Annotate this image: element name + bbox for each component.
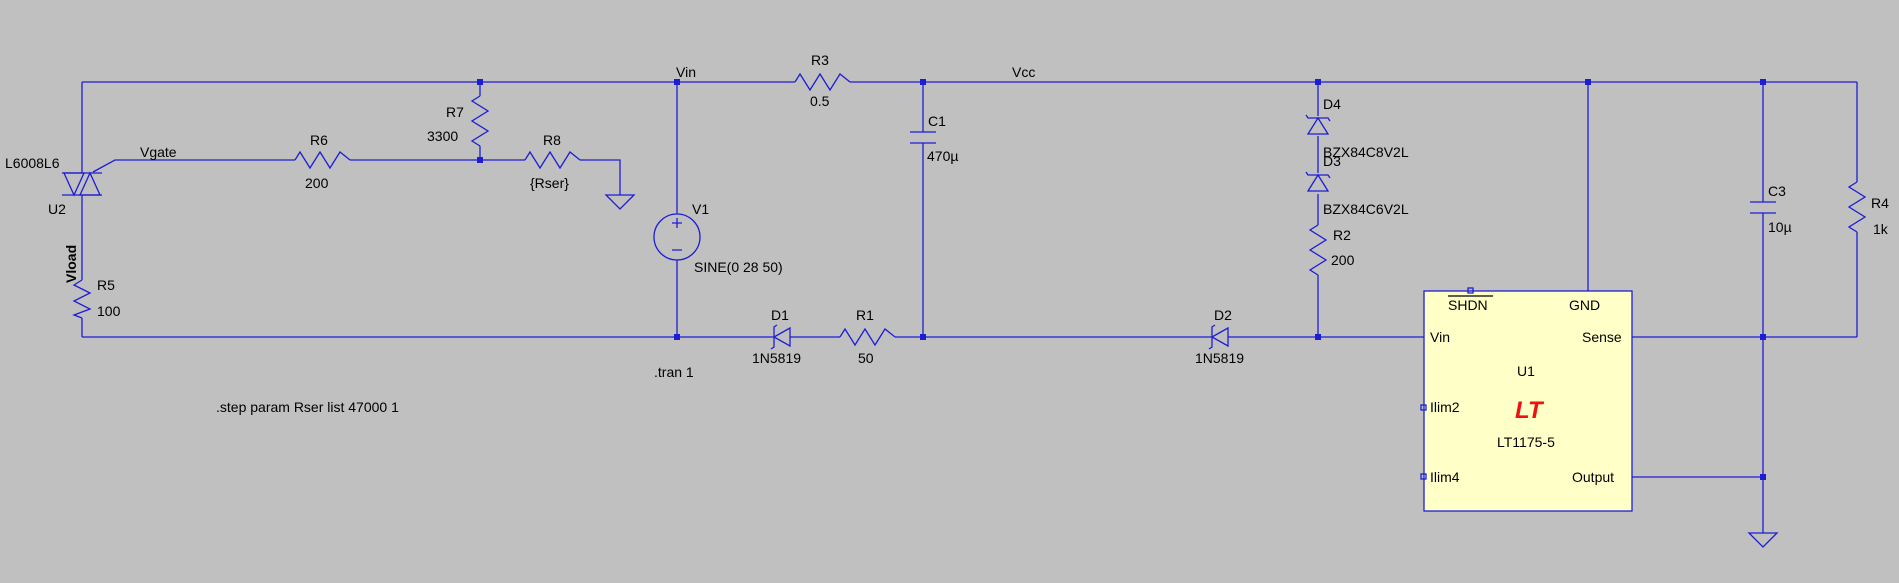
zener-diode-d4[interactable]	[1305, 114, 1331, 135]
ref-label-v1: V1	[692, 201, 709, 217]
ref-label-r1: R1	[856, 307, 874, 323]
lt-logo: LT	[1515, 397, 1545, 424]
value-label-d2: 1N5819	[1195, 350, 1244, 366]
junction-dot	[920, 334, 926, 340]
ref-label-r8: R8	[543, 132, 561, 148]
junction-dot	[674, 79, 680, 85]
ref-label-r2: R2	[1333, 227, 1351, 243]
junction-dot	[1760, 334, 1766, 340]
pin-label-shdn: SHDN	[1448, 297, 1488, 313]
value-label-r4: 1k	[1873, 221, 1889, 237]
ref-label-r7: R7	[446, 104, 464, 120]
resistor-r6[interactable]	[294, 150, 351, 170]
ic-ref-label: U1	[1517, 363, 1535, 379]
value-label-r8: {Rser}	[530, 175, 569, 191]
junction-dot	[477, 157, 483, 163]
wires	[81, 81, 1858, 533]
ref-label-d3: D3	[1323, 153, 1341, 169]
wire-gate	[92, 159, 295, 173]
capacitor-c3[interactable]	[1750, 201, 1776, 214]
schottky-diode-d2[interactable]	[1206, 324, 1236, 350]
schottky-diode-d1[interactable]	[768, 324, 796, 350]
pin-marker	[1467, 287, 1474, 294]
ref-label-r4: R4	[1871, 195, 1889, 211]
ref-label-c1: C1	[928, 113, 946, 129]
value-label-d4: BZX84C8V2L	[1323, 144, 1409, 160]
ic-part-label: LT1175-5	[1497, 434, 1555, 450]
value-label-r1: 50	[858, 350, 874, 366]
value-label-r5: 100	[97, 303, 121, 319]
junction-dot	[674, 334, 680, 340]
ref-label-c3: C3	[1768, 183, 1786, 199]
value-label-d1: 1N5819	[752, 350, 801, 366]
resistor-r1[interactable]	[839, 327, 896, 347]
ic-u1[interactable]: SHDN GND Vin Sense U1 LT LT1175-5 Ilim2 …	[1420, 287, 1633, 512]
ref-label-d2: D2	[1214, 307, 1232, 323]
value-label-d3: BZX84C6V2L	[1323, 201, 1409, 217]
resistor-r5[interactable]	[72, 279, 92, 319]
resistor-r7[interactable]	[470, 95, 490, 147]
junction-dot	[920, 79, 926, 85]
ref-label-u2: U2	[48, 201, 66, 217]
voltage-source-v1[interactable]	[653, 213, 701, 261]
ref-label-r6: R6	[310, 132, 328, 148]
spice-directive-tran[interactable]: .tran 1	[654, 364, 694, 380]
junction-dot	[1315, 334, 1321, 340]
pin-label-output: Output	[1572, 469, 1614, 485]
value-label-v1: SINE(0 28 50)	[694, 259, 783, 275]
pin-label-sense: Sense	[1582, 329, 1622, 345]
value-label-r2: 200	[1331, 252, 1355, 268]
net-label-vcc: Vcc	[1012, 64, 1035, 80]
ground-symbol	[1747, 532, 1779, 548]
junction-dot	[477, 79, 483, 85]
thyristor-u2[interactable]	[62, 171, 102, 197]
resistor-r8[interactable]	[524, 150, 581, 170]
ref-label-r5: R5	[97, 277, 115, 293]
capacitor-c1[interactable]	[910, 131, 936, 144]
net-label-vin: Vin	[676, 64, 696, 80]
value-label-r6: 200	[305, 175, 329, 191]
junctions	[477, 79, 1766, 480]
pin-label-vin: Vin	[1430, 329, 1450, 345]
junction-dot	[1315, 79, 1321, 85]
value-label-c3: 10µ	[1768, 219, 1792, 235]
ic-u1-body	[1423, 290, 1633, 512]
pin-marker	[1420, 473, 1427, 480]
pin-label-ilim4: Ilim4	[1430, 469, 1460, 485]
net-label-vload: Vload	[63, 245, 79, 283]
junction-dot	[1585, 79, 1591, 85]
pin-label-ilim2: Ilim2	[1430, 399, 1460, 415]
wire-r8-to-gnd	[580, 159, 621, 195]
spice-directive-step[interactable]: .step param Rser list 47000 1	[216, 399, 399, 415]
value-label-r7: 3300	[427, 128, 458, 144]
resistor-r4[interactable]	[1847, 181, 1867, 233]
resistor-r2[interactable]	[1308, 224, 1328, 276]
ground-symbol	[604, 194, 636, 210]
junction-dot	[1760, 79, 1766, 85]
resistor-r3[interactable]	[794, 72, 851, 92]
pin-marker	[1420, 404, 1427, 411]
net-label-vgate: Vgate	[140, 144, 177, 160]
zener-diode-d3[interactable]	[1305, 171, 1331, 192]
ref-label-r3: R3	[811, 52, 829, 68]
junction-dot	[1760, 474, 1766, 480]
value-label-c1: 470µ	[927, 148, 958, 164]
value-label-u2: L6008L6	[5, 155, 60, 171]
ref-label-d1: D1	[771, 307, 789, 323]
ref-label-d4: D4	[1323, 96, 1341, 112]
pin-label-gnd: GND	[1569, 297, 1600, 313]
value-label-r3: 0.5	[810, 93, 830, 109]
